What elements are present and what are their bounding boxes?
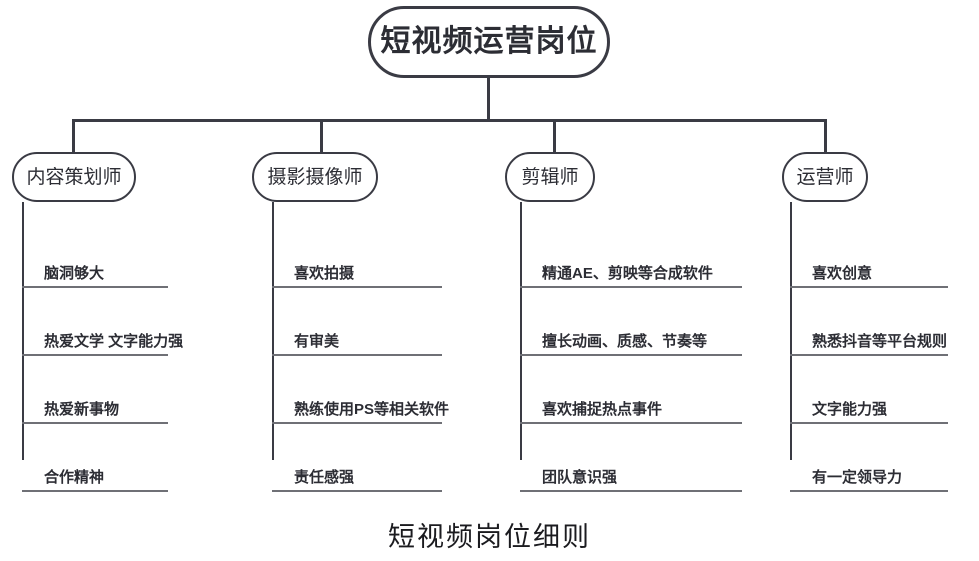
list-item: 喜欢拍摄 [272, 220, 482, 288]
list-item-label: 喜欢创意 [812, 265, 873, 282]
column-spine [790, 202, 792, 460]
list-item-rule [272, 422, 442, 424]
column-spine [520, 202, 522, 460]
branch-node-label: 摄影摄像师 [267, 166, 363, 188]
list-item-rule [520, 490, 742, 492]
root-node-label: 短视频运营岗位 [380, 25, 598, 58]
list-item: 有审美 [272, 288, 482, 356]
list-item-rule [520, 286, 742, 288]
list-item-rule [520, 354, 742, 356]
list-item: 热爱文学 文字能力强 [22, 288, 212, 356]
list-item-label: 喜欢拍摄 [294, 265, 355, 282]
list-item-rule [272, 354, 442, 356]
list-item: 热爱新事物 [22, 356, 212, 424]
list-item-rule [22, 286, 168, 288]
list-item-rule [272, 490, 442, 492]
list-item-rule [790, 286, 948, 288]
list-item: 熟练使用PS等相关软件 [272, 356, 482, 424]
list-item: 团队意识强 [520, 424, 770, 492]
list-item-rule [22, 354, 168, 356]
list-item-label: 熟练使用PS等相关软件 [294, 401, 450, 418]
list-item: 文字能力强 [790, 356, 979, 424]
list-item-rule [22, 490, 168, 492]
list-item-label: 有一定领导力 [812, 469, 903, 486]
drop-connector-1 [72, 119, 75, 154]
list-item-label: 擅长动画、质感、节奏等 [542, 333, 708, 350]
list-item-label: 有审美 [294, 333, 340, 350]
list-item: 喜欢创意 [790, 220, 979, 288]
list-item-label: 责任感强 [294, 469, 355, 486]
list-item: 精通AE、剪映等合成软件 [520, 220, 770, 288]
list-item-label: 热爱文学 文字能力强 [44, 333, 184, 350]
drop-connector-3 [553, 119, 556, 154]
list-item-label: 合作精神 [44, 469, 105, 486]
list-item-label: 文字能力强 [812, 401, 888, 418]
list-item-rule [790, 490, 948, 492]
list-item: 脑洞够大 [22, 220, 212, 288]
root-stem-connector [487, 78, 490, 121]
list-item: 擅长动画、质感、节奏等 [520, 288, 770, 356]
list-item: 责任感强 [272, 424, 482, 492]
list-item-rule [22, 422, 168, 424]
list-item: 喜欢捕捉热点事件 [520, 356, 770, 424]
drop-connector-2 [320, 119, 323, 154]
list-item-label: 团队意识强 [542, 469, 618, 486]
list-item: 熟悉抖音等平台规则 [790, 288, 979, 356]
list-item-label: 热爱新事物 [44, 401, 120, 418]
horizontal-bus-connector [72, 119, 826, 122]
root-node: 短视频运营岗位 [368, 6, 610, 78]
figure-caption: 短视频岗位细则 [388, 522, 591, 552]
branch-node-1: 内容策划师 [12, 152, 136, 202]
list-item: 有一定领导力 [790, 424, 979, 492]
list-item-label: 喜欢捕捉热点事件 [542, 401, 663, 418]
column-spine [272, 202, 274, 460]
branch-node-label: 剪辑师 [521, 166, 579, 188]
branch-node-2: 摄影摄像师 [252, 152, 378, 202]
list-item-rule [520, 422, 742, 424]
list-item-label: 熟悉抖音等平台规则 [812, 333, 948, 350]
column-spine [22, 202, 24, 460]
branch-node-label: 内容策划师 [26, 166, 122, 188]
list-item: 合作精神 [22, 424, 212, 492]
list-item-rule [272, 286, 442, 288]
branch-node-3: 剪辑师 [505, 152, 595, 202]
branch-node-4: 运营师 [782, 152, 868, 202]
list-item-label: 精通AE、剪映等合成软件 [542, 265, 713, 282]
list-item-rule [790, 354, 948, 356]
drop-connector-4 [824, 119, 827, 154]
list-item-label: 脑洞够大 [44, 265, 105, 282]
branch-node-label: 运营师 [796, 166, 854, 188]
list-item-rule [790, 422, 948, 424]
